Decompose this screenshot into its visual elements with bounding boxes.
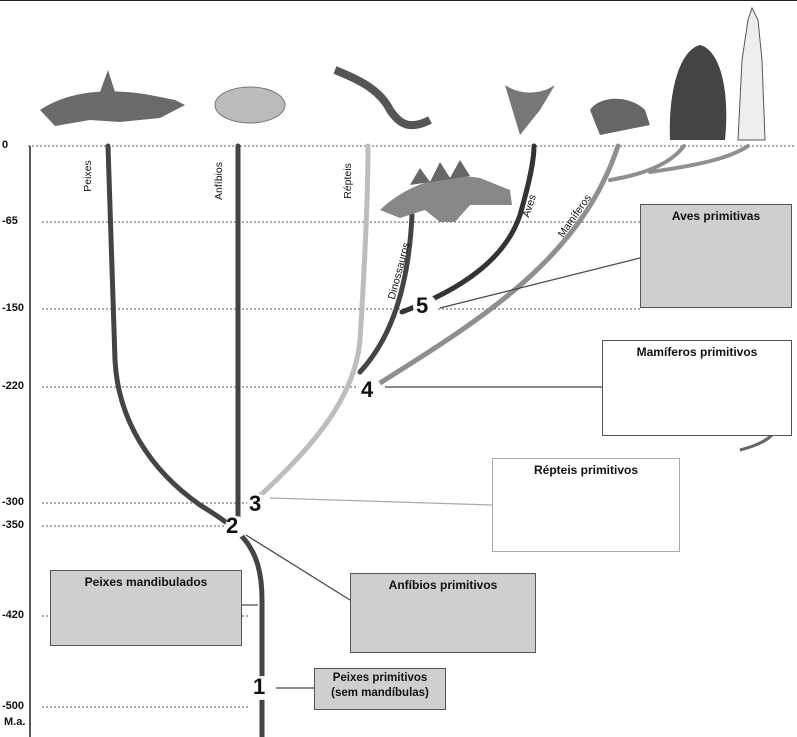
branch-aves: [399, 143, 537, 315]
fox-icon: [590, 98, 650, 135]
stegosaurus-plates-icon: [410, 160, 470, 185]
box-peixes-mandibulados: Peixes mandibulados: [50, 570, 242, 646]
tick-300: -300: [2, 496, 25, 508]
branch-mamiferos: [369, 143, 621, 391]
label-anfibios: Anfíbios: [212, 162, 225, 200]
box-peixes-primitivos-title: Peixes primitivos: [332, 672, 428, 684]
node-1-marker: [250, 676, 274, 700]
stegosaurus-icon: [380, 176, 512, 222]
tick-420: -420: [2, 609, 25, 621]
tick-220: -220: [2, 380, 25, 392]
shark-fin-icon: [100, 70, 115, 92]
box-mamiferos-primitivos-title: Mamíferos primitivos: [636, 345, 758, 359]
axis-unit: M.a.: [4, 716, 26, 728]
box-repteis-primitivos: Répteis primitivos: [492, 458, 680, 552]
branch-dinossauros: [357, 212, 415, 375]
branch-humanos: [648, 144, 750, 174]
animal-silhouettes: [40, 6, 766, 222]
tick-65: -65: [2, 215, 18, 227]
box-aves-primitivas: Aves primitivas: [640, 204, 792, 308]
shark-icon: [40, 91, 185, 126]
connector-3: [269, 497, 493, 506]
box-peixes-primitivos-subtitle: (sem mandíbulas): [331, 687, 429, 699]
connectors: [242, 257, 641, 689]
node-3: 3: [249, 491, 262, 516]
label-peixes: Peixes: [81, 160, 94, 192]
label-repteis: Répteis: [341, 163, 354, 199]
node-1: 1: [253, 674, 266, 699]
tick-150: -150: [2, 302, 25, 314]
box-anfibios-primitivos: Anfíbios primitivos: [350, 573, 536, 653]
connector-2: [245, 534, 351, 601]
box-mamiferos-primitivos: Mamíferos primitivos: [602, 340, 792, 436]
tick-0: 0: [2, 139, 9, 151]
branch-primates: [608, 144, 686, 182]
box-repteis-primitivos-title: Répteis primitivos: [533, 463, 639, 477]
bird-icon: [505, 85, 555, 135]
tick-350: -350: [2, 519, 25, 531]
box-anfibios-primitivos-title: Anfíbios primitivos: [388, 578, 498, 592]
branch-repteis: [247, 143, 371, 508]
box-peixes-mandibulados-title: Peixes mandibulados: [84, 575, 208, 589]
node-2-marker: [225, 516, 247, 538]
branches: [105, 143, 750, 737]
node-markers: [225, 294, 437, 700]
human-icon: [737, 6, 766, 141]
frog-icon: [214, 86, 286, 124]
node-4: 4: [361, 377, 374, 402]
gorilla-icon: [669, 45, 727, 140]
tick-500: -500: [2, 700, 25, 712]
lizard-icon: [333, 66, 432, 130]
node-2: 2: [226, 513, 239, 538]
node-3-marker: [247, 494, 269, 516]
box-aves-primitivas-title: Aves primitivas: [671, 209, 761, 223]
node-5-marker: [413, 294, 437, 318]
branch-peixes: [105, 143, 265, 737]
connector-5: [439, 257, 641, 309]
node-4-marker: [358, 378, 382, 402]
node-5: 5: [416, 293, 429, 318]
box-peixes-primitivos: Peixes primitivos (sem mandíbulas): [314, 668, 446, 710]
